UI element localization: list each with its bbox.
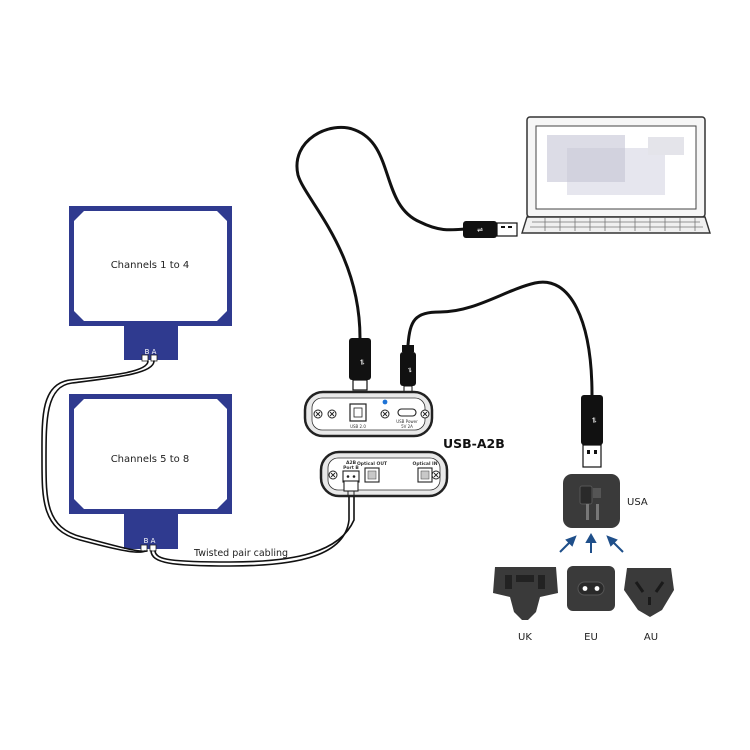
terminal-a[interactable] xyxy=(150,354,158,362)
usb-port-label: USB 2.0 xyxy=(350,424,366,429)
usb-plug-body xyxy=(463,221,497,238)
usb-symbol-icon: ⇌ xyxy=(358,359,366,365)
screw-icon xyxy=(380,409,390,419)
a2b-plug xyxy=(343,480,359,492)
arrows xyxy=(559,532,624,553)
terminal-b[interactable] xyxy=(141,354,149,362)
device-front: USB 2.0 USB Power 5V 2A xyxy=(303,390,434,438)
twisted-pair-wire xyxy=(45,360,155,553)
twisted-pair-wire xyxy=(150,496,350,567)
screw-icon xyxy=(420,409,430,419)
usb-symbol-icon: ⇌ xyxy=(590,417,598,423)
power-port-label-2: 5V 2A xyxy=(401,424,413,429)
terminal-b[interactable] xyxy=(140,544,148,552)
device-back: A2B Port B Optical OUT Optical IN xyxy=(319,450,449,498)
a2b-port-label-1: A2B xyxy=(346,460,357,466)
usb-plug-metal xyxy=(496,222,518,237)
usb-plug-metal xyxy=(582,444,602,468)
screw-icon xyxy=(328,470,338,480)
usb-symbol-icon: ⇌ xyxy=(477,226,483,234)
usb-symbol-icon: ⇌ xyxy=(406,367,413,372)
twisted-pair-wire xyxy=(154,496,355,563)
usa-label: USA xyxy=(627,497,648,508)
a2b-port[interactable] xyxy=(342,470,360,483)
panel-bottom-label: Channels 5 to 8 xyxy=(111,454,190,465)
arrow-head xyxy=(606,535,618,547)
eu-adapter xyxy=(567,566,615,611)
usa-adapter xyxy=(563,474,620,528)
cabling-label: Twisted pair cabling xyxy=(193,548,288,559)
screw-icon xyxy=(313,409,323,419)
panel-face xyxy=(74,399,227,509)
uk-adapter xyxy=(493,567,558,620)
power-port-label-1: USB Power xyxy=(396,419,418,424)
usb-plug-body xyxy=(400,352,416,386)
usb-a-plug-adapter: ⇌ xyxy=(581,395,603,468)
usb-c-plug: ⇌ xyxy=(400,345,416,394)
eu-label: EU xyxy=(584,632,598,643)
uk-adapter-body xyxy=(493,567,558,620)
usb-power-cable xyxy=(406,280,594,397)
speaker-panel-top: Channels 1 to 4 B A xyxy=(69,206,232,362)
usb-c-port[interactable] xyxy=(397,408,417,417)
laptop-base xyxy=(521,216,711,234)
terminal-b-label: B xyxy=(145,348,150,356)
terminal-a-label: A xyxy=(152,348,157,356)
screw-icon xyxy=(431,470,441,480)
terminal-b-label: B xyxy=(144,537,149,545)
au-adapter-body xyxy=(624,568,674,617)
a2b-port-label-2: Port B xyxy=(343,465,359,471)
screw-icon xyxy=(327,409,337,419)
usb-plug-metal xyxy=(352,379,368,391)
arrow-head xyxy=(585,532,597,543)
screen-window xyxy=(567,148,625,182)
twisted-pair-wire xyxy=(41,360,149,553)
panel-face xyxy=(74,211,227,321)
status-led-icon xyxy=(382,399,388,405)
speaker-panel-bottom: Channels 5 to 8 B A xyxy=(69,394,232,552)
optical-in-label: Optical IN xyxy=(413,461,438,467)
optical-out-label: Optical OUT xyxy=(357,461,388,467)
usb-plug-body xyxy=(581,395,603,445)
usb-b-plug: ⇌ xyxy=(349,338,371,391)
uk-label: UK xyxy=(518,632,532,643)
screen-window xyxy=(648,137,684,155)
usb-data-cable xyxy=(295,125,467,340)
panel-top-label: Channels 1 to 4 xyxy=(111,260,190,271)
laptop xyxy=(521,116,711,234)
terminal-a-label: A xyxy=(151,537,156,545)
arrow-head xyxy=(565,535,577,547)
laptop-keyboard xyxy=(530,218,703,231)
au-adapter xyxy=(624,568,674,617)
terminal-a[interactable] xyxy=(149,544,157,552)
device-name: USB-A2B xyxy=(443,436,505,451)
au-label: AU xyxy=(644,632,658,643)
usb-a-plug-laptop: ⇌ xyxy=(463,221,518,238)
usb-plug-body xyxy=(349,338,371,380)
